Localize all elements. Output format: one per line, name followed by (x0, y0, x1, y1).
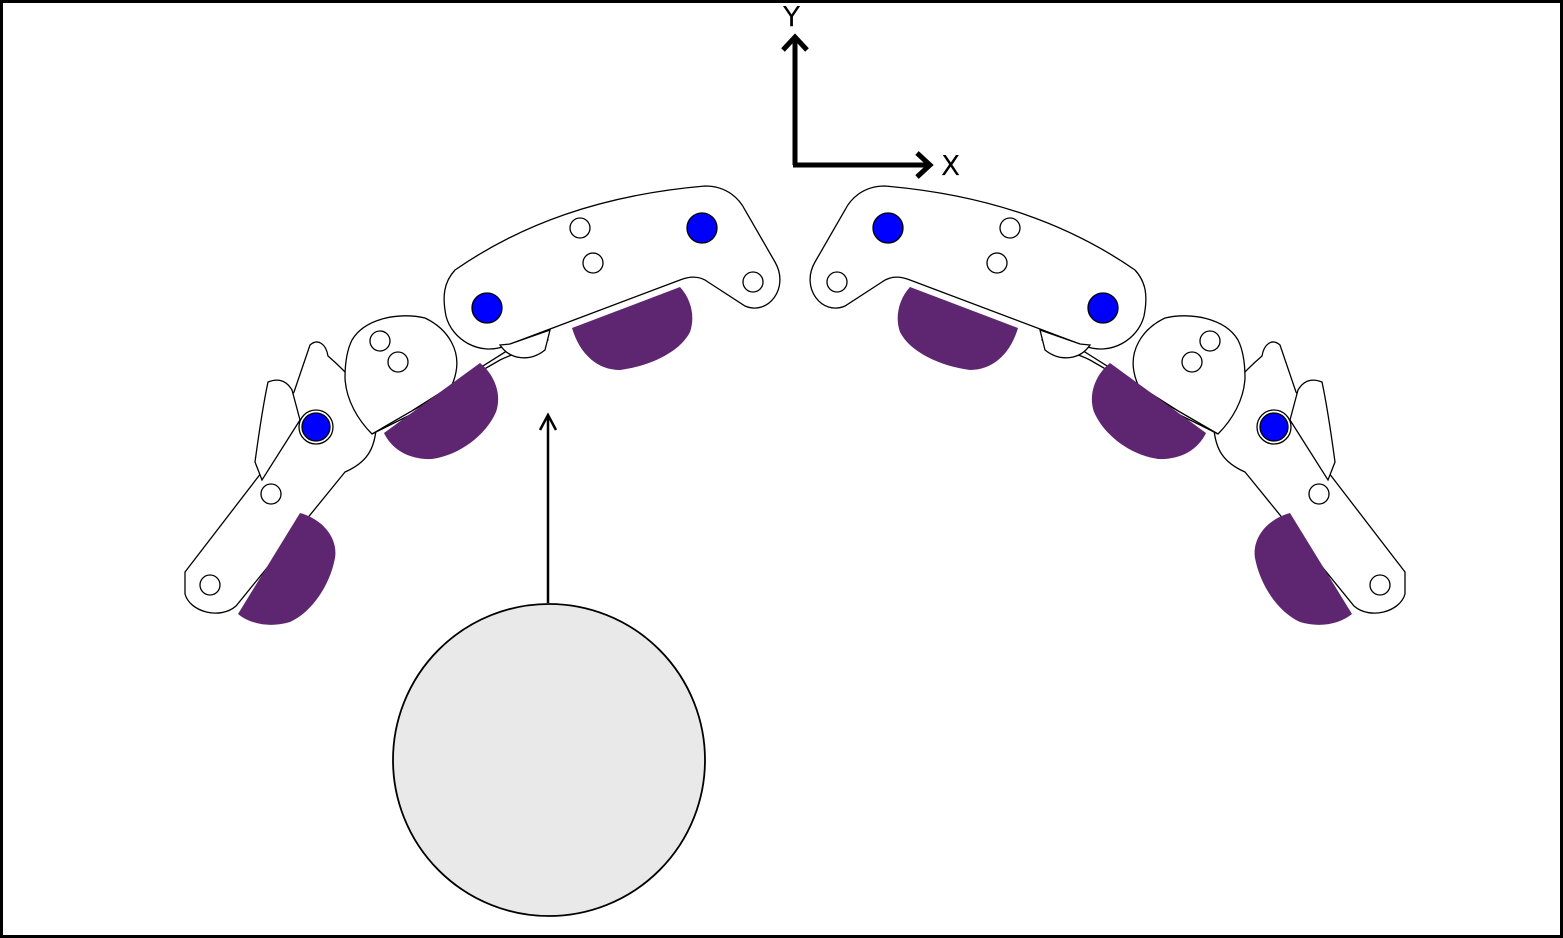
approach-arrowhead (538, 412, 558, 431)
left-proximal-hole (742, 271, 764, 293)
left-distal-hole (260, 483, 282, 505)
left-finger (184, 185, 781, 625)
right-middle-hole (1199, 330, 1221, 352)
x-axis-label: X (941, 149, 960, 182)
right-middle-pad (1091, 363, 1206, 460)
left-distal-hole (199, 574, 221, 596)
left-proximal-pad (572, 287, 693, 370)
right-distal-pad (1254, 513, 1352, 625)
gripper-diagram: Y X (184, 3, 1406, 917)
left-middle-joint (471, 292, 503, 324)
left-distal-pad (238, 513, 336, 625)
right-proximal-under (1039, 328, 1092, 359)
left-middle-hole (369, 330, 391, 352)
target-object (392, 603, 706, 917)
right-middle-joint (1087, 292, 1119, 324)
x-axis-arrowhead (915, 151, 934, 179)
left-proximal-joint (686, 212, 718, 244)
right-distal-link-backing (1289, 379, 1336, 482)
right-distal-hole (1308, 483, 1330, 505)
right-finger (809, 185, 1406, 625)
left-proximal-under (498, 328, 551, 359)
coordinate-frame: Y X (781, 3, 960, 182)
left-middle-hole (387, 351, 409, 373)
y-axis-label: Y (782, 3, 801, 33)
left-proximal-hole (569, 217, 591, 239)
right-proximal-joint (872, 212, 904, 244)
target-object-group (392, 412, 706, 917)
y-axis-arrowhead (781, 33, 809, 52)
left-proximal-hole (582, 252, 604, 274)
left-middle-pad (384, 363, 499, 460)
right-proximal-pad (897, 287, 1018, 370)
right-distal-hole (1369, 574, 1391, 596)
left-distal-link-backing (254, 379, 301, 482)
right-proximal-hole (999, 217, 1021, 239)
right-proximal-hole (826, 271, 848, 293)
left-distal-joint (301, 412, 331, 442)
right-middle-hole (1181, 351, 1203, 373)
right-distal-joint (1259, 412, 1289, 442)
right-proximal-hole (986, 252, 1008, 274)
